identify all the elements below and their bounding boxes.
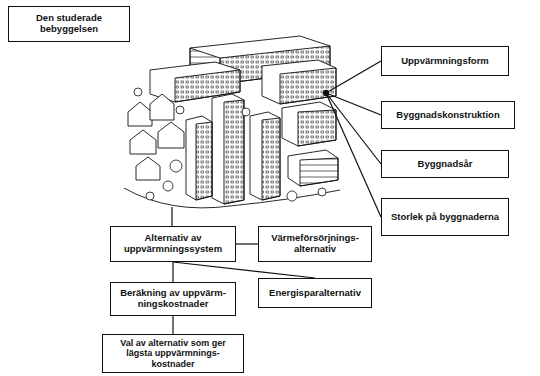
box-label: Beräkning av uppvärm- ningskostnader: [116, 288, 230, 310]
leader-line: [326, 93, 381, 217]
box-label: Den studerade bebyggelsen: [14, 13, 124, 35]
box-label: Energisparalternativ: [269, 288, 361, 299]
factor-box: Byggnadskonstruktion: [381, 101, 515, 129]
box-label: Värmeförsörjnings- alternativ: [264, 233, 366, 255]
process-box: Beräkning av uppvärm- ningskostnader: [110, 282, 236, 316]
trees: [134, 88, 326, 201]
box-label: Uppvärmningsform: [401, 56, 489, 67]
leader-line: [171, 207, 172, 226]
factor-box: Uppvärmningsform: [381, 46, 509, 76]
process-box: Alternativ av uppvärmningssystem: [110, 226, 236, 262]
box-label: Val av alternativ som ger lägsta uppvärm…: [108, 338, 238, 369]
option-box: Värmeförsörjnings- alternativ: [258, 226, 372, 262]
leader-line: [326, 61, 381, 93]
connector-line: [236, 243, 258, 244]
result-box: Val av alternativ som ger lägsta uppvärm…: [102, 334, 244, 373]
buildings: [124, 36, 340, 208]
box-label: Alternativ av uppvärmningssystem: [116, 233, 230, 255]
connector-line: [172, 262, 173, 282]
title-box: Den studerade bebyggelsen: [8, 6, 130, 42]
box-label: Byggnadsår: [418, 159, 473, 170]
factor-box: Byggnadsår: [381, 150, 509, 178]
box-label: Byggnadskonstruktion: [396, 110, 499, 121]
connector-line: [172, 316, 173, 334]
option-box: Energisparalternativ: [258, 278, 372, 308]
box-label: Storlek på byggnaderna: [391, 212, 499, 223]
leader-line: [326, 93, 381, 164]
connector-line: [173, 262, 315, 278]
factor-box: Storlek på byggnaderna: [381, 198, 509, 236]
